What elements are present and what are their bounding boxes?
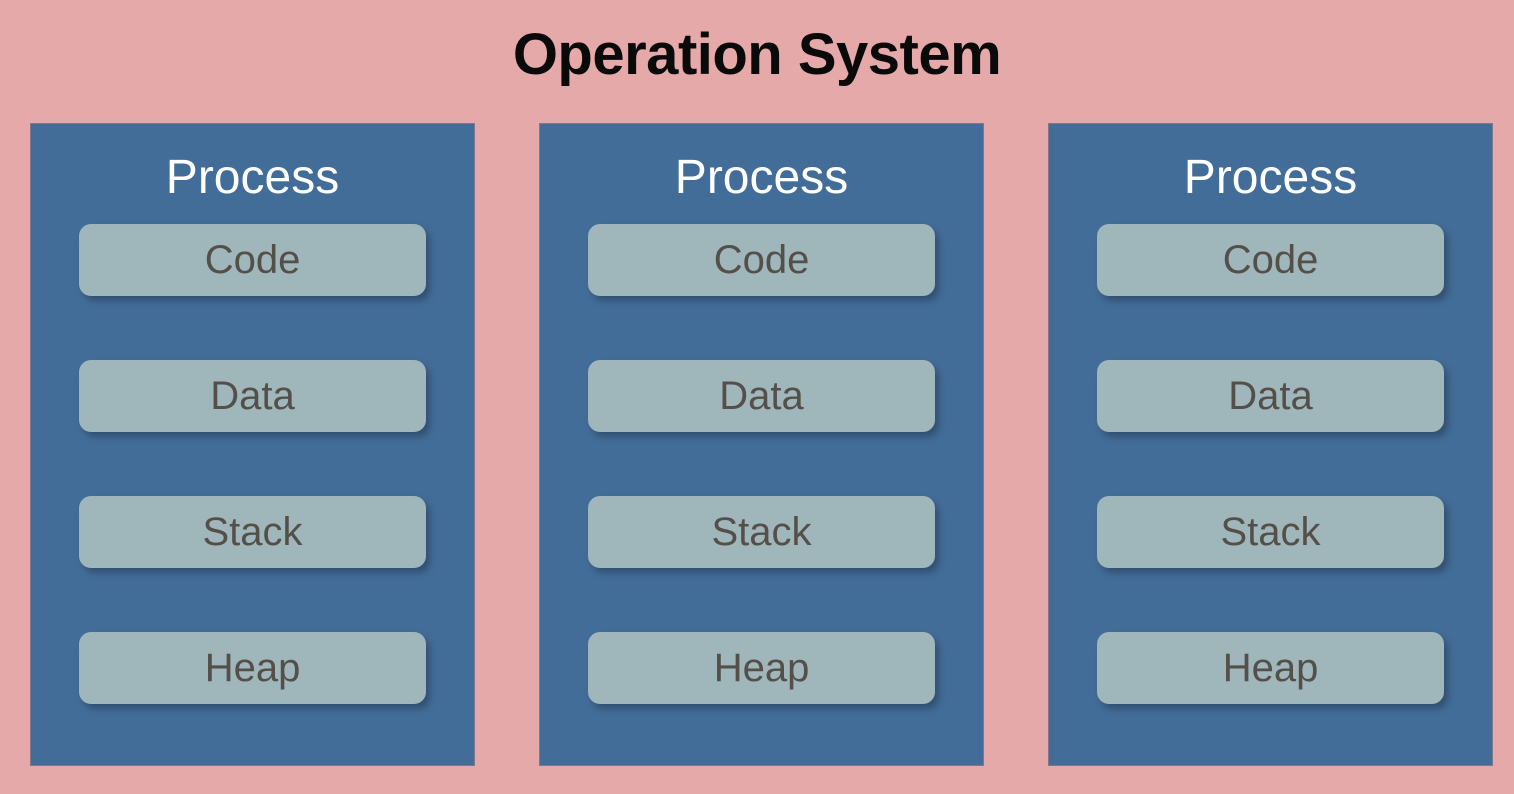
segment-label: Data (210, 374, 295, 418)
process-box-3: Process Code Data Stack Heap (1049, 124, 1492, 765)
process-heading: Process (1183, 151, 1358, 204)
process-heading: Process (674, 151, 849, 204)
segment-label: Data (1228, 374, 1313, 418)
segment-code: Code (1097, 224, 1444, 296)
segment-label: Code (713, 238, 810, 282)
segment-label: Stack (202, 510, 303, 554)
segment-heap: Heap (588, 632, 935, 704)
segment-list: Code Data Stack Heap (31, 224, 474, 704)
segment-label: Data (719, 374, 804, 418)
process-row: Process Code Data Stack Heap Process (31, 124, 1492, 765)
segment-stack: Stack (588, 496, 935, 568)
segment-label: Stack (1220, 510, 1321, 554)
segment-label: Heap (1222, 646, 1319, 690)
segment-label: Stack (711, 510, 812, 554)
segment-code: Code (79, 224, 426, 296)
segment-heap: Heap (79, 632, 426, 704)
segment-stack: Stack (1097, 496, 1444, 568)
segment-label: Code (204, 238, 301, 282)
segment-list: Code Data Stack Heap (1049, 224, 1492, 704)
segment-label: Heap (713, 646, 810, 690)
segment-list: Code Data Stack Heap (540, 224, 983, 704)
segment-label: Code (1222, 238, 1319, 282)
segment-data: Data (588, 360, 935, 432)
segment-heap: Heap (1097, 632, 1444, 704)
segment-data: Data (1097, 360, 1444, 432)
segment-stack: Stack (79, 496, 426, 568)
segment-code: Code (588, 224, 935, 296)
process-box-1: Process Code Data Stack Heap (31, 124, 474, 765)
process-box-2: Process Code Data Stack Heap (540, 124, 983, 765)
process-heading: Process (165, 151, 340, 204)
segment-label: Heap (204, 646, 301, 690)
page-title: Operation System (512, 22, 1002, 87)
segment-data: Data (79, 360, 426, 432)
